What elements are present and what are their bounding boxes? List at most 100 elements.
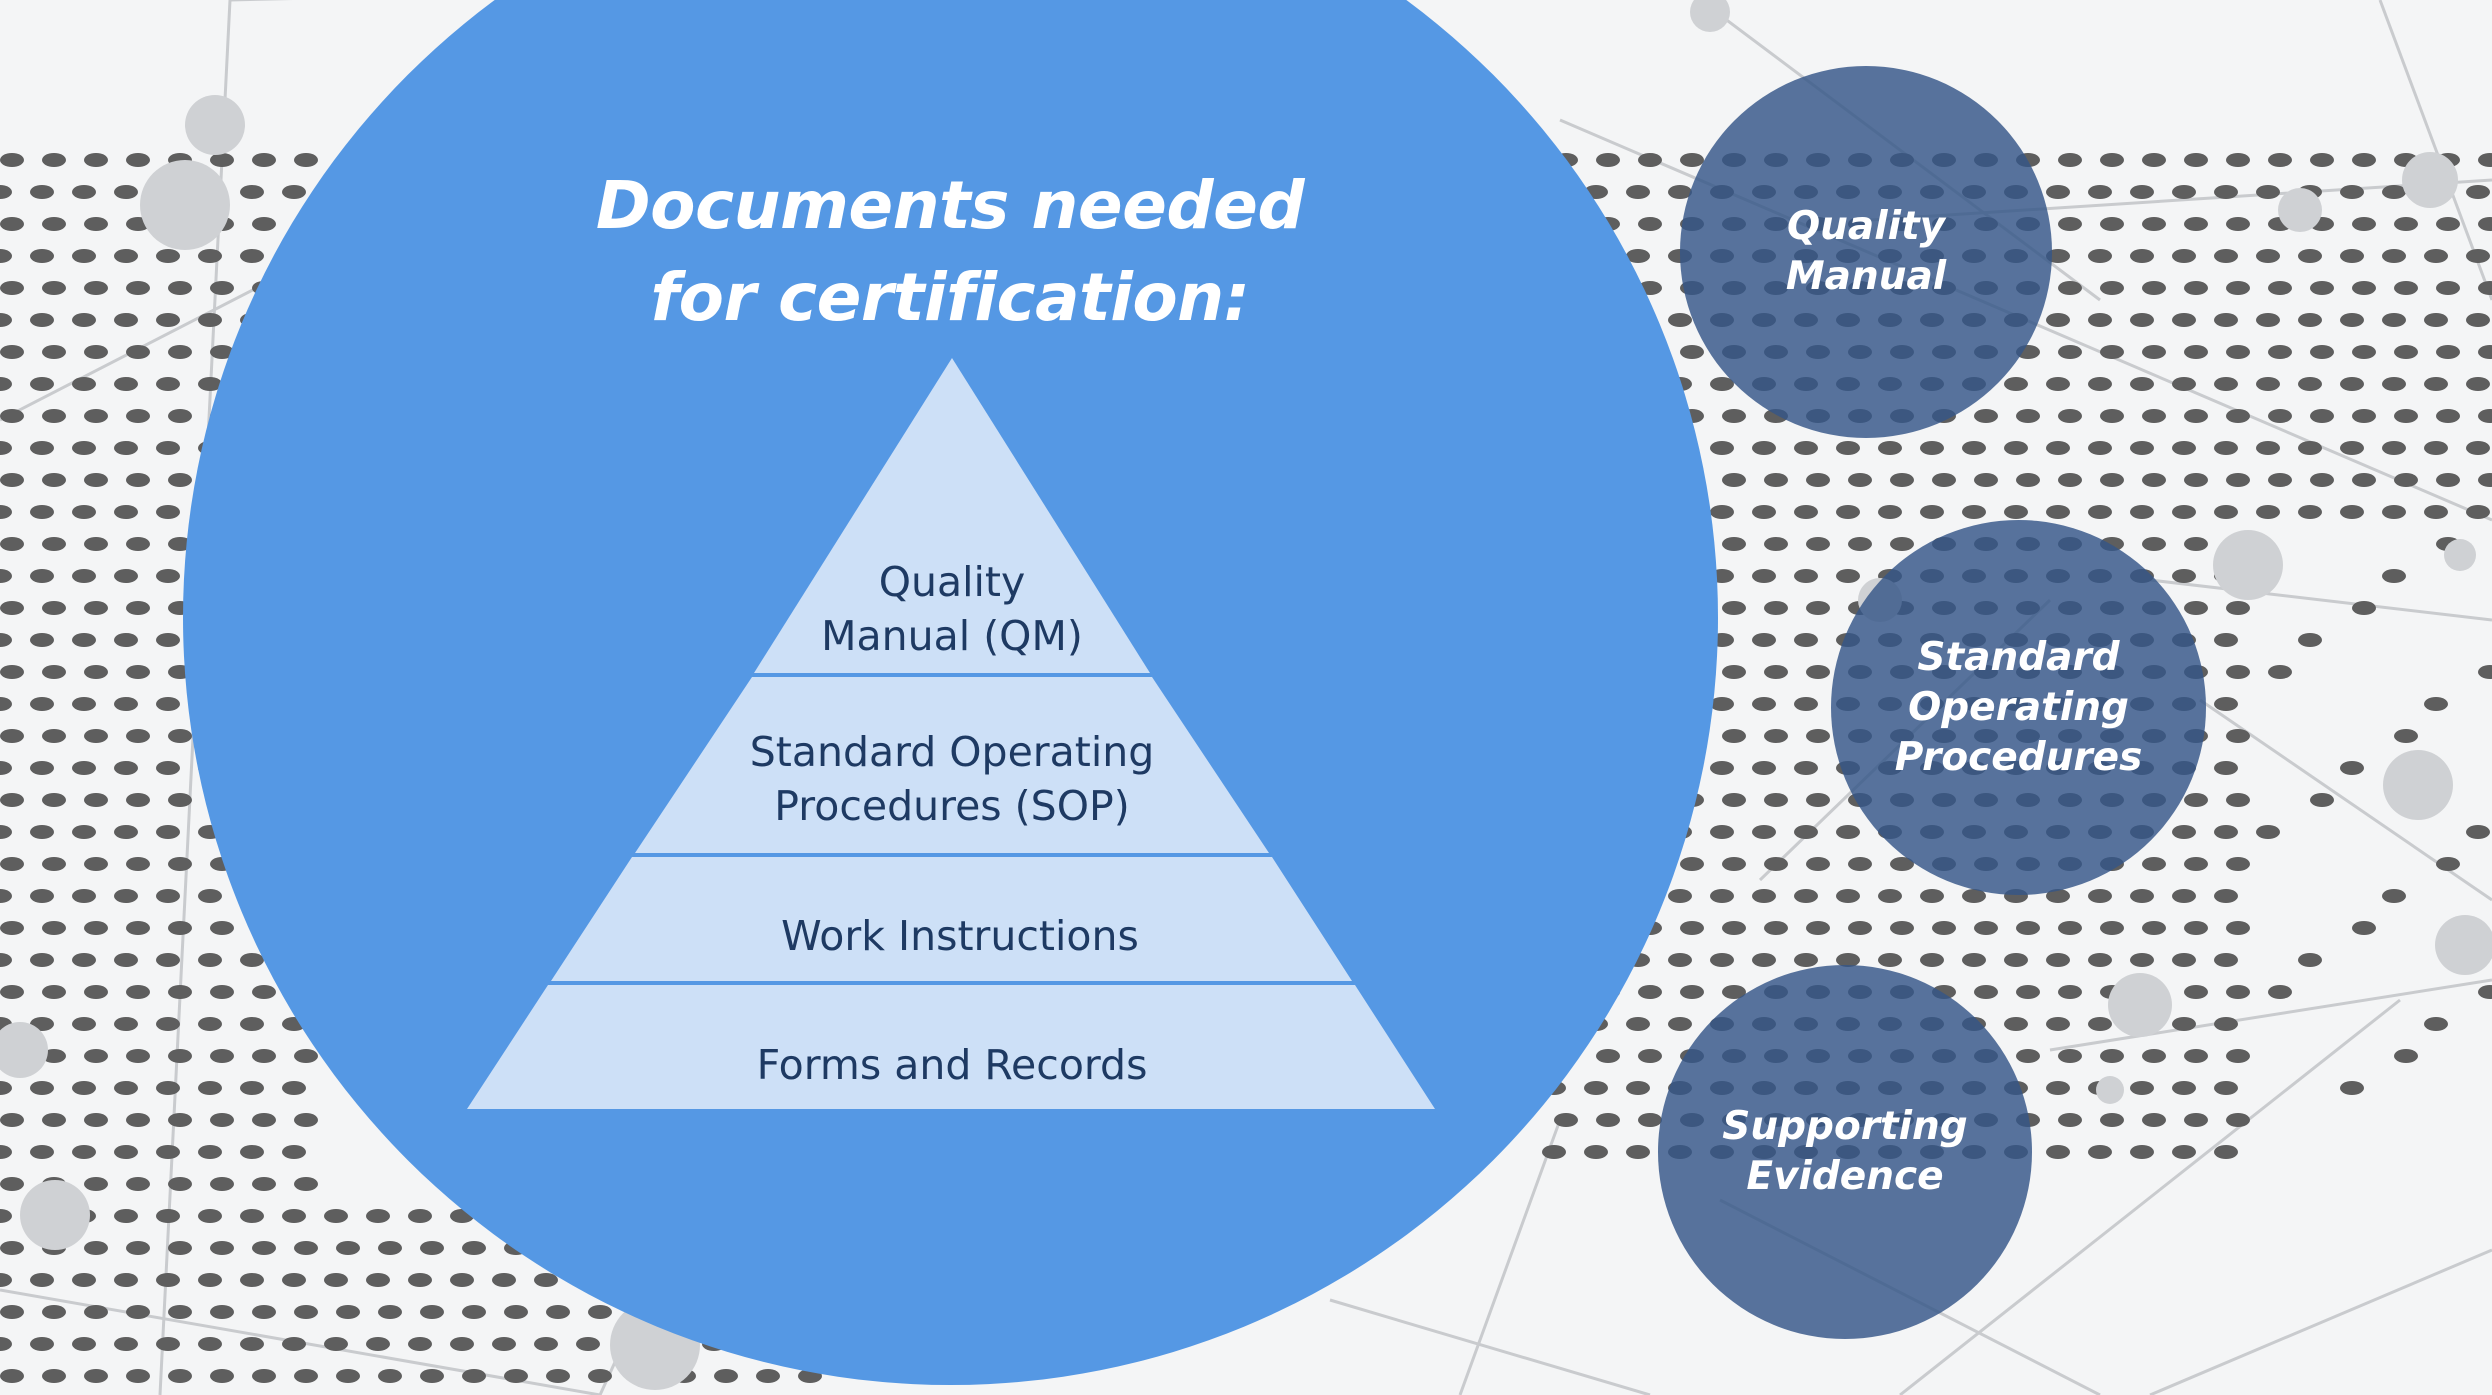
map-dot [126,153,150,167]
map-dot [156,1273,180,1287]
map-dot [168,1177,192,1191]
map-dot [210,1369,234,1383]
map-dot [2466,185,2490,199]
map-dot [2424,505,2448,519]
map-dot [126,473,150,487]
map-dot [2142,857,2166,871]
map-dot [0,185,12,199]
map-dot [1962,953,1986,967]
map-dot [0,249,12,263]
side-circle-quality-manual: Quality Manual [1680,66,2052,438]
map-dot [126,537,150,551]
map-dot [408,1273,432,1287]
map-dot [156,505,180,519]
map-dot [114,185,138,199]
map-dot [1626,185,1650,199]
map-dot [84,1177,108,1191]
map-dot [2352,281,2376,295]
network-line [1329,1298,1651,1395]
map-dot [1764,793,1788,807]
map-dot [2172,1081,2196,1095]
map-dot [1626,1081,1650,1095]
network-node [2435,915,2492,975]
map-dot [1920,953,1944,967]
map-dot [156,889,180,903]
map-dot [2016,473,2040,487]
map-dot [0,761,12,775]
map-dot [2100,409,2124,423]
map-dot [2004,505,2028,519]
map-dot [42,409,66,423]
map-dot [114,1017,138,1031]
map-dot [588,1305,612,1319]
map-dot [0,473,24,487]
map-dot [2268,281,2292,295]
map-dot [1668,313,1692,327]
map-dot [2058,1113,2082,1127]
map-dot [1806,729,1830,743]
network-line [2149,578,2492,622]
map-dot [2298,633,2322,647]
map-dot [252,1113,276,1127]
map-dot [1722,921,1746,935]
map-dot [2172,441,2196,455]
map-dot [2172,249,2196,263]
map-dot [2226,217,2250,231]
map-dot [0,985,24,999]
map-dot [2046,377,2070,391]
map-dot [2184,217,2208,231]
map-dot [2214,825,2238,839]
map-dot [2100,921,2124,935]
map-dot [84,793,108,807]
map-dot [2088,185,2112,199]
map-dot [1806,793,1830,807]
map-dot [2016,409,2040,423]
map-dot [1848,473,1872,487]
map-dot [84,217,108,231]
map-dot [252,1305,276,1319]
map-dot [30,953,54,967]
map-dot [1722,793,1746,807]
map-dot [72,889,96,903]
map-dot [2088,1145,2112,1159]
map-dot [366,1209,390,1223]
map-dot [2268,665,2292,679]
map-dot [324,1209,348,1223]
map-dot [240,953,264,967]
map-dot [0,921,24,935]
map-dot [1638,1049,1662,1063]
map-dot [1554,1113,1578,1127]
map-dot [2478,345,2492,359]
map-dot [84,473,108,487]
map-dot [2142,1113,2166,1127]
map-dot [1752,953,1776,967]
map-dot [2214,1081,2238,1095]
map-dot [2172,505,2196,519]
map-dot [2424,313,2448,327]
map-dot [114,825,138,839]
map-dot [336,1305,360,1319]
map-dot [1962,889,1986,903]
map-dot [588,1369,612,1383]
map-dot [294,1113,318,1127]
map-dot [2142,153,2166,167]
map-dot [1794,697,1818,711]
map-dot [0,153,24,167]
map-dot [0,697,12,711]
map-dot [1974,473,1998,487]
map-dot [2100,217,2124,231]
map-dot [2424,441,2448,455]
map-dot [114,889,138,903]
map-dot [30,633,54,647]
map-dot [1794,505,1818,519]
map-dot [2214,1145,2238,1159]
map-dot [0,1145,12,1159]
map-dot [2088,889,2112,903]
tier-4-line-1: Forms and Records [756,1041,1148,1089]
map-dot [462,1241,486,1255]
map-dot [1848,921,1872,935]
map-dot [1836,825,1860,839]
map-dot [114,1081,138,1095]
map-dot [1974,409,1998,423]
map-dot [2352,601,2376,615]
